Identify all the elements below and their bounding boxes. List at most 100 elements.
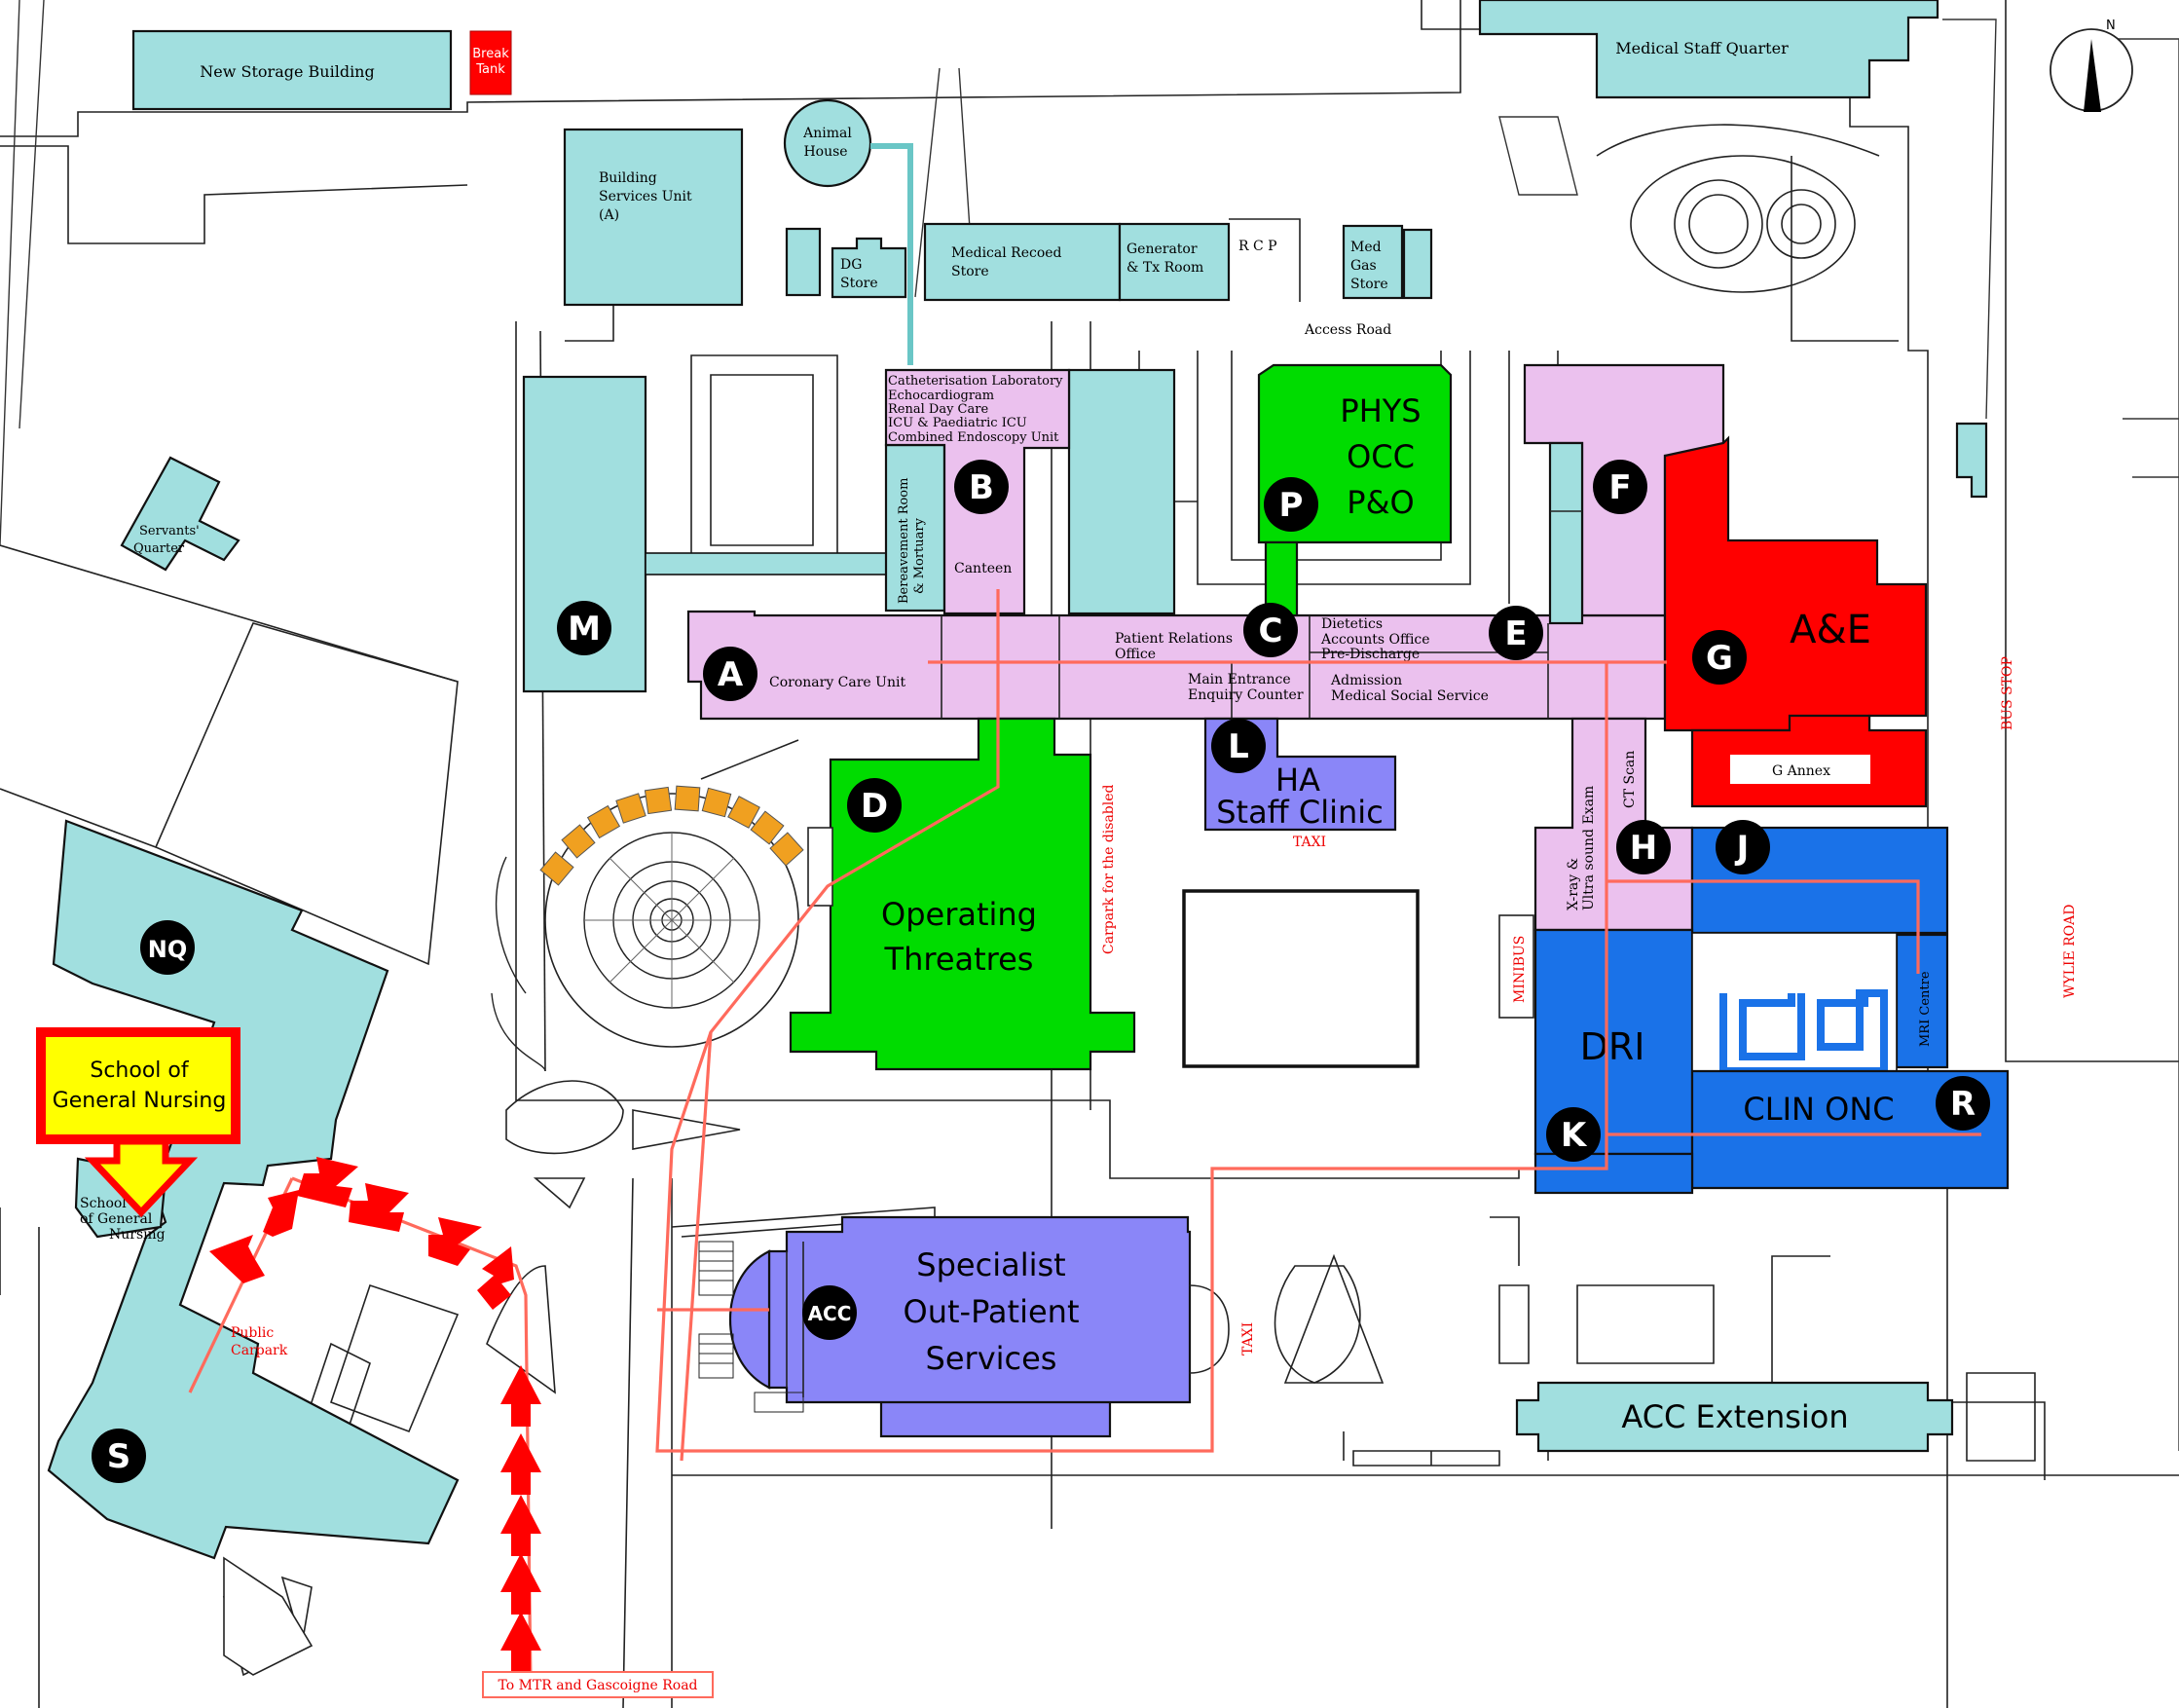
b-dept-2: Echocardiogram bbox=[888, 389, 994, 403]
operating-theatres[interactable] bbox=[789, 717, 1136, 1071]
marker-s[interactable]: S bbox=[92, 1429, 146, 1483]
taxi-label-2: TAXI bbox=[1240, 1322, 1256, 1355]
sop-label-2: Out-Patient bbox=[904, 1293, 1080, 1330]
marker-acc-label: ACC bbox=[808, 1302, 852, 1325]
ae-label: A&E bbox=[1790, 608, 1871, 652]
rcp-outline bbox=[1229, 218, 1301, 302]
break-tank[interactable] bbox=[469, 30, 512, 95]
minibus-bay bbox=[1498, 914, 1534, 1019]
g-annex-label: G Annex bbox=[1772, 763, 1830, 779]
ot-side-block bbox=[807, 827, 833, 907]
marker-b-label: B bbox=[969, 468, 994, 507]
marker-nq-label: NQ bbox=[148, 936, 188, 963]
north-label: N bbox=[2106, 19, 2116, 33]
po-label: P&O bbox=[1347, 484, 1414, 521]
b-dept-1: Catheterisation Laboratory bbox=[888, 374, 1063, 389]
to-mtr-label: To MTR and Gascoigne Road bbox=[498, 1678, 697, 1693]
marker-m[interactable]: M bbox=[557, 601, 611, 655]
animal-house-label-2: House bbox=[803, 144, 847, 160]
dietetics-label-2: Accounts Office bbox=[1320, 632, 1430, 648]
school-callout-label-1: School of bbox=[90, 1058, 189, 1083]
main-entrance-label-1: Main Entrance bbox=[1188, 672, 1291, 687]
dg-store-label-2: Store bbox=[840, 276, 878, 291]
small-block-2 bbox=[1402, 228, 1433, 300]
marker-f[interactable]: F bbox=[1593, 460, 1647, 514]
school-callout[interactable]: School of General Nursing bbox=[36, 1027, 240, 1218]
marker-a-label: A bbox=[718, 655, 744, 694]
marker-d-label: D bbox=[861, 787, 888, 826]
to-mtr-label-box: To MTR and Gascoigne Road bbox=[482, 1671, 714, 1698]
red-arrow-icon bbox=[209, 1157, 541, 1673]
building-clin-onc[interactable] bbox=[1690, 1069, 2010, 1190]
coronary-label: Coronary Care Unit bbox=[769, 675, 905, 690]
taxi-label-1: TAXI bbox=[1293, 835, 1326, 850]
marker-d[interactable]: D bbox=[847, 778, 902, 833]
ha-staff-label-1: HA bbox=[1275, 761, 1320, 798]
patient-relations-label-1: Patient Relations bbox=[1115, 631, 1233, 647]
north-arrow-icon: N bbox=[2050, 19, 2133, 112]
acc-extension[interactable] bbox=[1515, 1381, 1954, 1453]
marker-g[interactable]: G bbox=[1692, 630, 1747, 685]
marker-l[interactable]: L bbox=[1211, 719, 1266, 773]
sop-label-3: Services bbox=[926, 1340, 1057, 1377]
admission-label-1: Admission bbox=[1330, 673, 1402, 688]
marker-r[interactable]: R bbox=[1936, 1076, 1990, 1131]
medical-record-store[interactable] bbox=[923, 222, 1122, 302]
med-gas-label-2: Gas bbox=[1350, 258, 1377, 274]
bridge-m-b bbox=[645, 552, 888, 576]
marker-r-label: R bbox=[1950, 1085, 1976, 1124]
ct-scan-label: CT Scan bbox=[1622, 751, 1638, 808]
marker-acc[interactable]: ACC bbox=[802, 1285, 857, 1340]
marker-e[interactable]: E bbox=[1489, 606, 1543, 660]
ot-label-2: Threatres bbox=[884, 941, 1034, 978]
bereavement-label-2: & Mortuary bbox=[912, 517, 927, 594]
marker-k-label: K bbox=[1561, 1116, 1588, 1155]
animal-house[interactable]: Animal House bbox=[783, 98, 872, 188]
bsu-label-2: Services Unit bbox=[599, 189, 692, 204]
wylie-road-label: WYLIE ROAD bbox=[2062, 905, 2078, 998]
med-gas-store[interactable] bbox=[1342, 224, 1404, 300]
marker-a[interactable]: A bbox=[703, 647, 757, 701]
xray-ct-wing[interactable] bbox=[1533, 717, 1694, 932]
marker-nq[interactable]: NQ bbox=[140, 920, 195, 975]
dietetics-label-1: Dietetics bbox=[1321, 616, 1383, 632]
generator-room[interactable] bbox=[1118, 222, 1231, 302]
medical-staff-quarter[interactable] bbox=[1478, 0, 1939, 99]
marker-m-label: M bbox=[568, 610, 601, 649]
central-square bbox=[1182, 889, 1420, 1068]
b-dept-4: ICU & Paediatric ICU bbox=[888, 416, 1027, 430]
marker-j-label: J bbox=[1735, 829, 1750, 868]
dietetics-label-3: Pre-Discharge bbox=[1321, 647, 1420, 662]
g-annex-label-bg bbox=[1730, 755, 1870, 784]
new-storage-building[interactable] bbox=[131, 29, 453, 111]
ot-label-1: Operating bbox=[881, 896, 1037, 933]
main-entrance-label-2: Enquiry Counter bbox=[1188, 687, 1304, 703]
animal-house-label-1: Animal bbox=[802, 126, 852, 141]
dg-store[interactable] bbox=[831, 237, 907, 299]
med-gas-label-3: Store bbox=[1350, 277, 1388, 292]
sop-dome bbox=[728, 1249, 771, 1390]
public-carpark-label-1: Public bbox=[231, 1325, 274, 1341]
marker-h-label: H bbox=[1630, 829, 1657, 868]
marker-l-label: L bbox=[1228, 727, 1249, 766]
marker-c[interactable]: C bbox=[1243, 603, 1298, 657]
f-side-block bbox=[1548, 441, 1584, 625]
patient-relations-label-2: Office bbox=[1115, 647, 1156, 662]
rcp-label: R C P bbox=[1238, 239, 1277, 254]
animal-house-pipe bbox=[870, 143, 913, 365]
marker-h[interactable]: H bbox=[1616, 820, 1671, 874]
xray-label-1: X-ray & bbox=[1566, 858, 1581, 910]
servants-quarter[interactable] bbox=[120, 456, 240, 572]
building-ae[interactable] bbox=[1663, 435, 1928, 732]
occ-label: OCC bbox=[1347, 438, 1415, 475]
xray-label-2: Ultra sound Exam bbox=[1581, 786, 1597, 910]
building-services-unit[interactable] bbox=[563, 128, 744, 307]
minibus-label: MINIBUS bbox=[1512, 936, 1528, 1003]
marker-k[interactable]: K bbox=[1546, 1107, 1601, 1162]
marker-p[interactable]: P bbox=[1264, 477, 1318, 532]
break-tank-label-2: Tank bbox=[475, 62, 505, 77]
marker-j[interactable]: J bbox=[1716, 820, 1770, 874]
marker-b[interactable]: B bbox=[954, 460, 1009, 514]
bus-stop-label: BUS STOP bbox=[2000, 656, 2015, 730]
